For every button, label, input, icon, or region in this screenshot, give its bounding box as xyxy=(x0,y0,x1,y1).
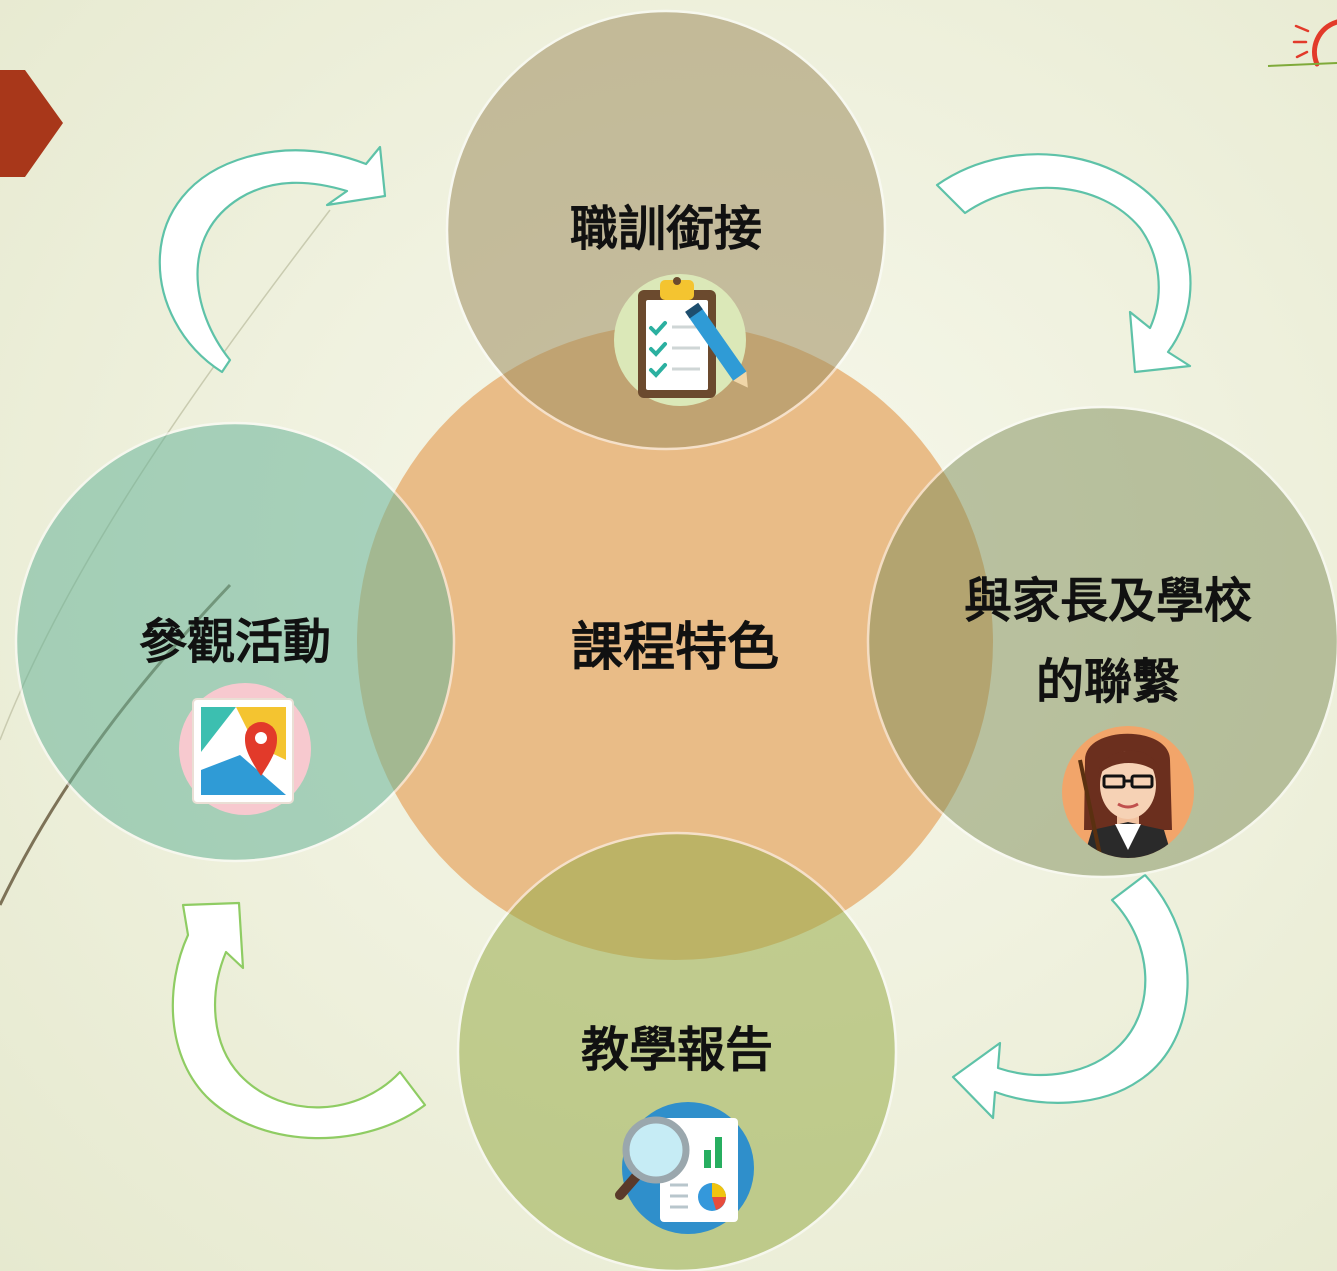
sun-logo xyxy=(1267,19,1337,67)
bottom-node-label: 教學報告 xyxy=(581,1022,773,1078)
corner-arrow-tab xyxy=(0,70,63,177)
cycle-arrow-bottom-right xyxy=(951,873,1189,1120)
top-circle xyxy=(445,9,887,451)
right-node-label-line1: 與家長及學校 xyxy=(964,573,1252,629)
cycle-arrow-top-right xyxy=(935,153,1192,374)
cycle-arrow-top-left xyxy=(158,145,387,374)
bottom-circle xyxy=(456,831,898,1271)
right-circle xyxy=(866,405,1337,879)
teacher-icon xyxy=(1062,726,1194,858)
clipboard-checklist-icon xyxy=(614,274,748,406)
center-label: 課程特色 xyxy=(571,618,779,678)
report-magnifier-icon xyxy=(615,1102,754,1234)
center-circle xyxy=(357,324,993,960)
left-circle xyxy=(14,421,456,863)
left-node-label: 參觀活動 xyxy=(139,614,331,670)
cycle-arrow-bottom-left xyxy=(171,901,427,1140)
top-node-label: 職訓銜接 xyxy=(570,201,762,257)
map-pin-icon xyxy=(179,683,311,815)
right-node-label-line2: 的聯繫 xyxy=(1036,654,1180,710)
diagram-circles xyxy=(14,9,1337,1271)
